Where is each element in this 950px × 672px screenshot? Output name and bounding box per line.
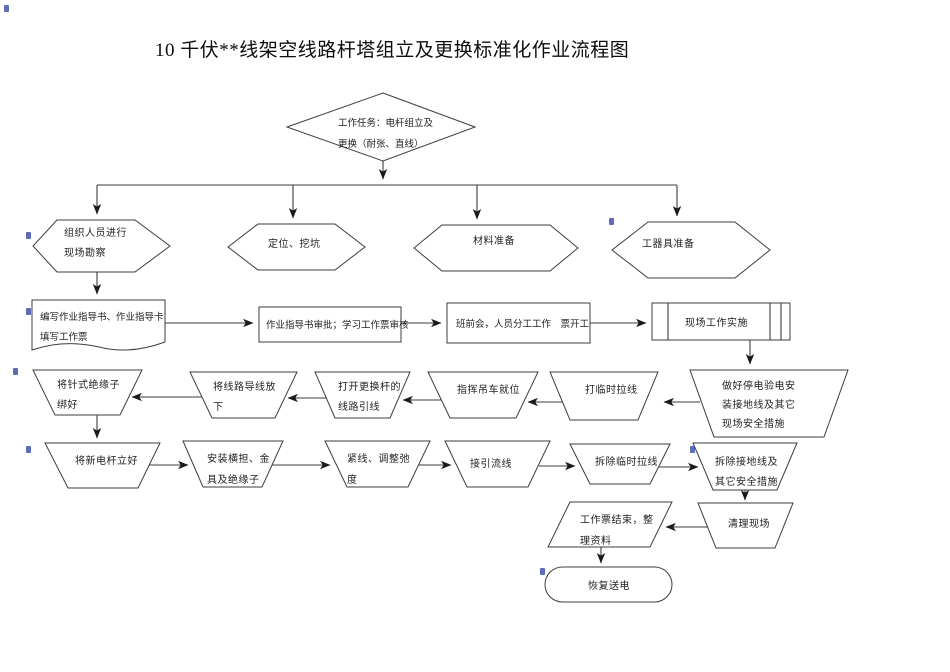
shape-meeting-rect (446, 302, 591, 344)
shape-removeguy-trapezoid (569, 443, 671, 485)
shape-crossarm-trapezoid (182, 440, 284, 488)
anchor-icon (690, 446, 695, 453)
shape-restore-terminator (544, 566, 673, 603)
shape-material-hexagon (413, 224, 579, 272)
shape-jumper-trapezoid (444, 440, 551, 488)
connectors (92, 161, 755, 564)
anchor-icon (540, 568, 545, 575)
shape-tempguy-trapezoid (549, 371, 659, 421)
shape-bind-trapezoid (32, 369, 143, 416)
shape-crane-trapezoid (427, 371, 539, 419)
shape-implement-process (651, 302, 791, 341)
shape-safety-trapezoid (689, 369, 849, 438)
shape-openjumper-trapezoid (314, 371, 411, 419)
shape-removeground-trapezoid (692, 442, 798, 491)
anchor-icon (26, 232, 31, 239)
shape-locate-hexagon (227, 223, 366, 271)
shape-write-document (31, 299, 166, 351)
shape-approve-rect (258, 306, 402, 343)
shape-survey-hexagon (32, 219, 171, 273)
shapes (31, 92, 849, 603)
anchor-icon (609, 218, 614, 225)
page-title: 10 千伏**线架空线路杆塔组立及更换标准化作业流程图 (155, 40, 630, 61)
shape-tools-hexagon (611, 221, 771, 279)
shape-tension-trapezoid (324, 440, 431, 488)
anchor-icon (13, 368, 18, 375)
shape-lowerwire-trapezoid (189, 371, 298, 419)
shape-cleanup-trapezoid (697, 502, 794, 549)
shape-ticketend-parallelogram (547, 501, 673, 548)
shape-task-diamond (285, 92, 477, 162)
anchor-icon (4, 5, 9, 12)
shape-erect-trapezoid (44, 442, 161, 489)
anchor-icon (26, 446, 31, 453)
anchor-icon (26, 308, 31, 315)
